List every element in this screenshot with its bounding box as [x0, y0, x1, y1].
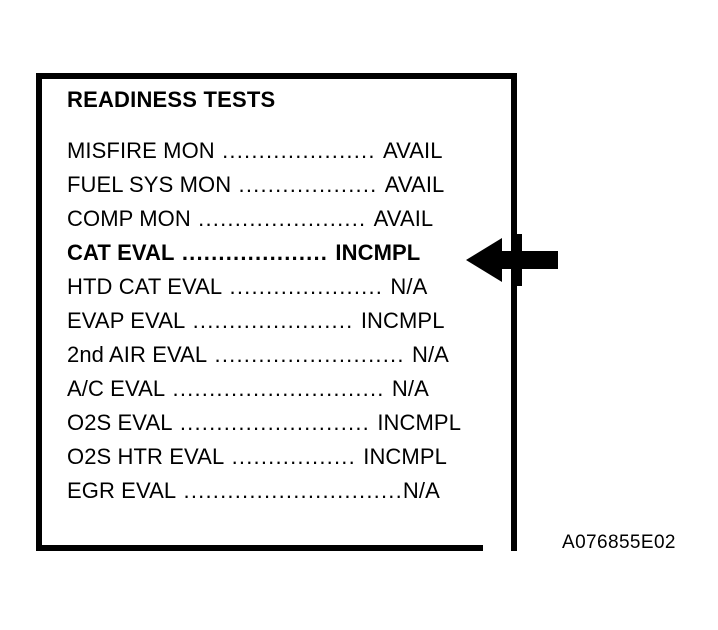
- test-status-value: INCMPL: [363, 444, 447, 469]
- readiness-test-row: EVAP EVAL ...................... INCMPL: [67, 304, 497, 338]
- panel-title: READINESS TESTS: [67, 87, 276, 112]
- dot-leader: .............................: [165, 376, 392, 401]
- left-arrow-callout-icon: [466, 234, 558, 286]
- readiness-test-row: A/C EVAL ............................. N…: [67, 372, 497, 406]
- test-name: 2nd AIR EVAL: [67, 342, 208, 367]
- readiness-test-row: O2S EVAL .......................... INCM…: [67, 406, 497, 440]
- test-status-value: AVAIL: [373, 206, 434, 231]
- figure-id-caption: A076855E02: [562, 532, 676, 553]
- test-status-value: INCMPL: [360, 308, 445, 333]
- test-status-value: N/A: [391, 376, 429, 401]
- dot-leader: ...................: [231, 172, 385, 197]
- test-name: O2S EVAL: [67, 410, 173, 435]
- dot-leader: ..........................: [207, 342, 412, 367]
- readiness-test-row: COMP MON ....................... AVAIL: [67, 202, 497, 236]
- test-status-value: INCMPL: [335, 240, 421, 265]
- test-status-value: N/A: [402, 478, 440, 503]
- dot-leader: ......................: [185, 308, 361, 333]
- panel-body: READINESS TESTS MISFIRE MON ............…: [67, 85, 497, 508]
- dot-leader: .................: [224, 444, 364, 469]
- dot-leader: ..........................: [172, 410, 378, 435]
- dot-leader: ....................: [174, 240, 336, 265]
- readiness-test-row: MISFIRE MON ..................... AVAIL: [67, 134, 497, 168]
- test-name: EGR EVAL: [67, 478, 177, 503]
- dot-leader: .....................: [214, 138, 383, 163]
- test-name: HTD CAT EVAL: [67, 274, 223, 299]
- test-status-value: INCMPL: [377, 410, 462, 435]
- readiness-test-row: HTD CAT EVAL ..................... N/A: [67, 270, 497, 304]
- test-name: MISFIRE MON: [67, 138, 215, 163]
- panel-border-left: [36, 73, 42, 551]
- readiness-test-row: O2S HTR EVAL ................. INCMPL: [67, 440, 497, 474]
- test-status-value: N/A: [390, 274, 428, 299]
- test-name: FUEL SYS MON: [67, 172, 232, 197]
- test-status-value: AVAIL: [384, 172, 445, 197]
- dot-leader: ..............................: [176, 478, 403, 503]
- readiness-test-row: FUEL SYS MON ................... AVAIL: [67, 168, 497, 202]
- test-name: EVAP EVAL: [67, 308, 186, 333]
- panel-border-bottom: [36, 545, 483, 551]
- readiness-test-row: CAT EVAL .................... INCMPL: [67, 236, 497, 270]
- test-name: A/C EVAL: [67, 376, 166, 401]
- test-status-value: N/A: [411, 342, 449, 367]
- readiness-test-row: 2nd AIR EVAL .......................... …: [67, 338, 497, 372]
- test-name: O2S HTR EVAL: [67, 444, 225, 469]
- readiness-tests-panel: READINESS TESTS MISFIRE MON ............…: [36, 73, 517, 551]
- test-status-value: AVAIL: [382, 138, 443, 163]
- dot-leader: .....................: [222, 274, 391, 299]
- panel-border-right: [511, 73, 517, 551]
- test-name: CAT EVAL: [67, 240, 175, 265]
- test-name: COMP MON: [67, 206, 191, 231]
- dot-leader: .......................: [190, 206, 374, 231]
- panel-border-top: [36, 73, 517, 79]
- readiness-test-row: EGR EVAL ..............................N…: [67, 474, 497, 508]
